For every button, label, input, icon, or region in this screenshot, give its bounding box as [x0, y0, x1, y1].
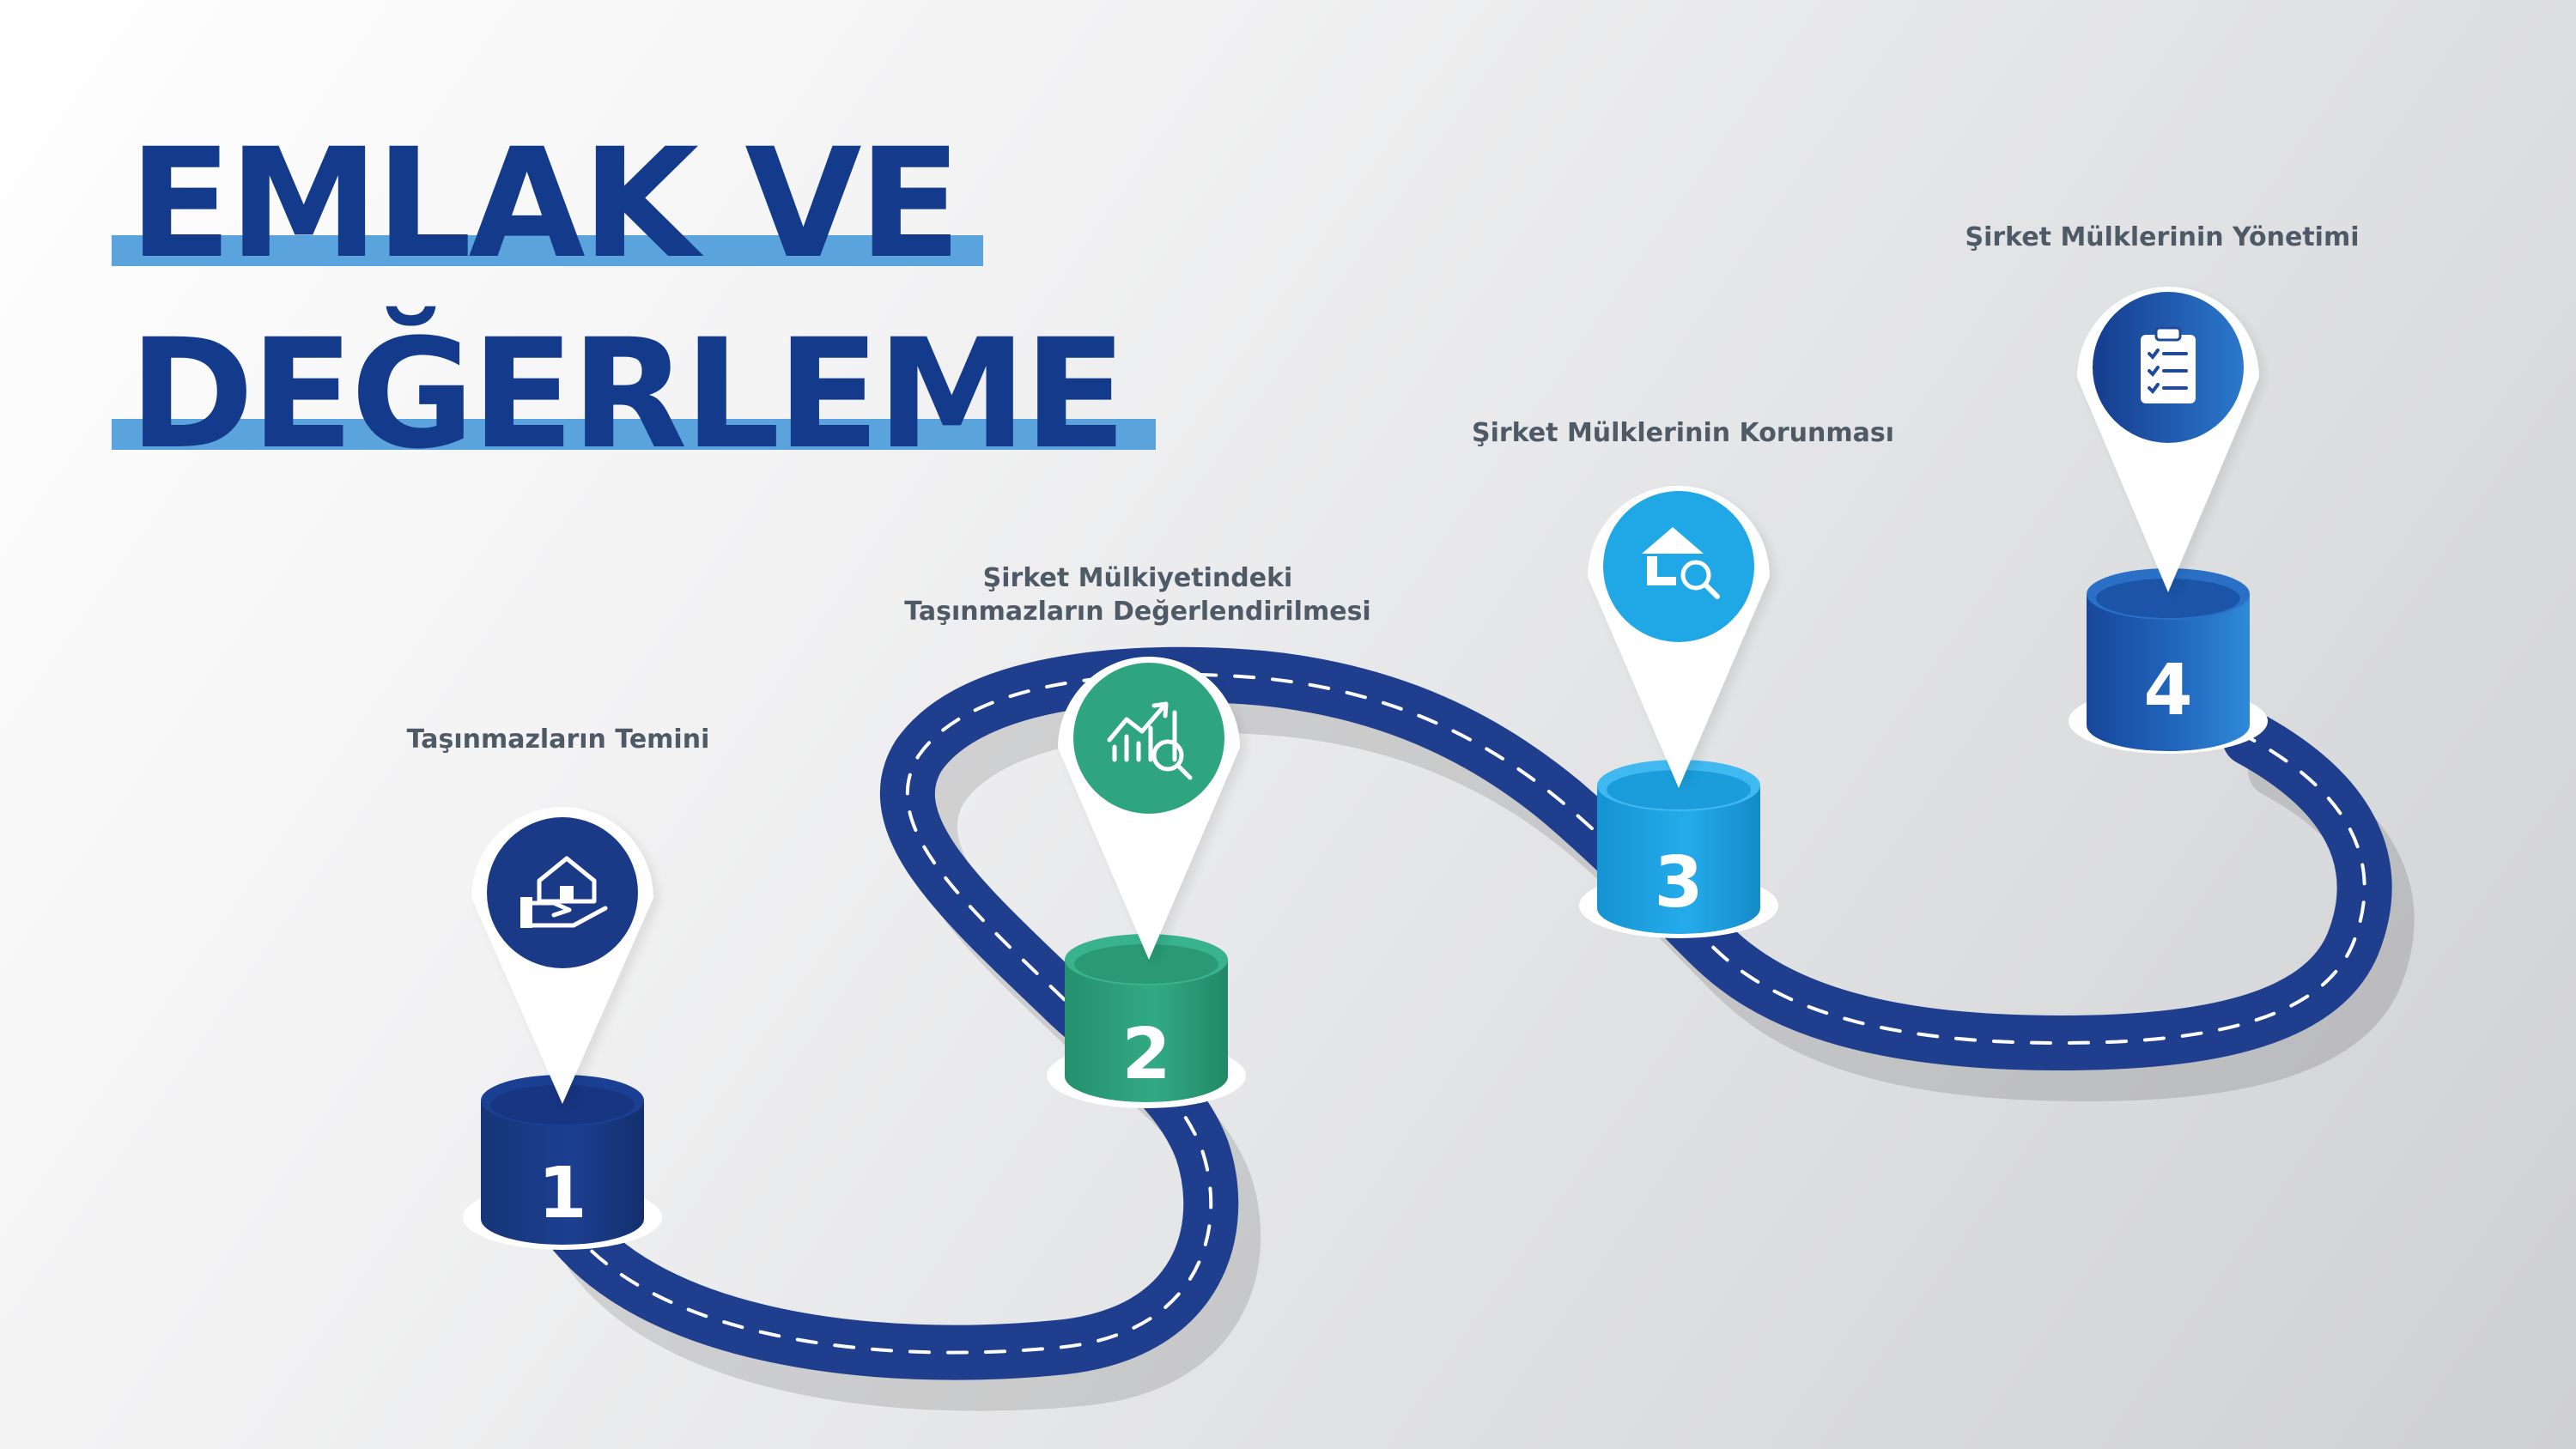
step-1-label-line-1: Taşınmazların Temini: [406, 724, 710, 755]
step-4: 4: [2069, 287, 2268, 754]
step-3: 3: [1579, 486, 1778, 938]
chart-magnifier-icon: [1107, 701, 1193, 780]
step-4-number: 4: [2143, 650, 2192, 731]
step-1-pin: [471, 807, 659, 1109]
step-1-number: 1: [538, 1153, 586, 1234]
step-2-pin: [1058, 657, 1245, 965]
step-3-pin: [1588, 486, 1775, 793]
page-title-line-2: DEĞERLEME: [129, 306, 1127, 482]
title-highlight-bar: [112, 235, 983, 266]
step-1: 1: [463, 807, 662, 1250]
title-block: EMLAK VE DEĞERLEME: [112, 129, 1314, 472]
road-shadow: [565, 681, 2415, 1411]
step-4-pin: [2077, 287, 2264, 597]
step-3-number: 3: [1654, 842, 1703, 924]
house-search-icon: [1642, 527, 1720, 599]
step-2-label-line-1: Şirket Mülkiyetindeki: [982, 563, 1293, 593]
step-2: 2: [1047, 657, 1246, 1108]
road: [539, 646, 2392, 1380]
step-4-label-line-1: Şirket Mülklerinin Yönetimi: [1965, 222, 2360, 252]
step-2-number: 2: [1121, 1014, 1170, 1095]
step-3-label: Şirket Mülklerinin Korunması: [1472, 416, 1894, 450]
hand-holding-house-icon: [520, 856, 608, 928]
step-2-label: Şirket Mülkiyetindeki Taşınmazların Değe…: [904, 561, 1370, 628]
title-highlight-bar: [112, 419, 1156, 450]
step-3-label-line-1: Şirket Mülklerinin Korunması: [1471, 418, 1895, 448]
step-2-label-line-2: Taşınmazların Değerlendirilmesi: [904, 597, 1371, 627]
step-4-label: Şirket Mülklerinin Yönetimi: [1965, 221, 2359, 254]
clipboard-checklist-icon: [2141, 326, 2196, 403]
step-1-label: Taşınmazların Temini: [407, 723, 710, 756]
road-lane-marking: [565, 672, 2366, 1355]
page-title-line-1: EMLAK VE: [129, 116, 962, 292]
